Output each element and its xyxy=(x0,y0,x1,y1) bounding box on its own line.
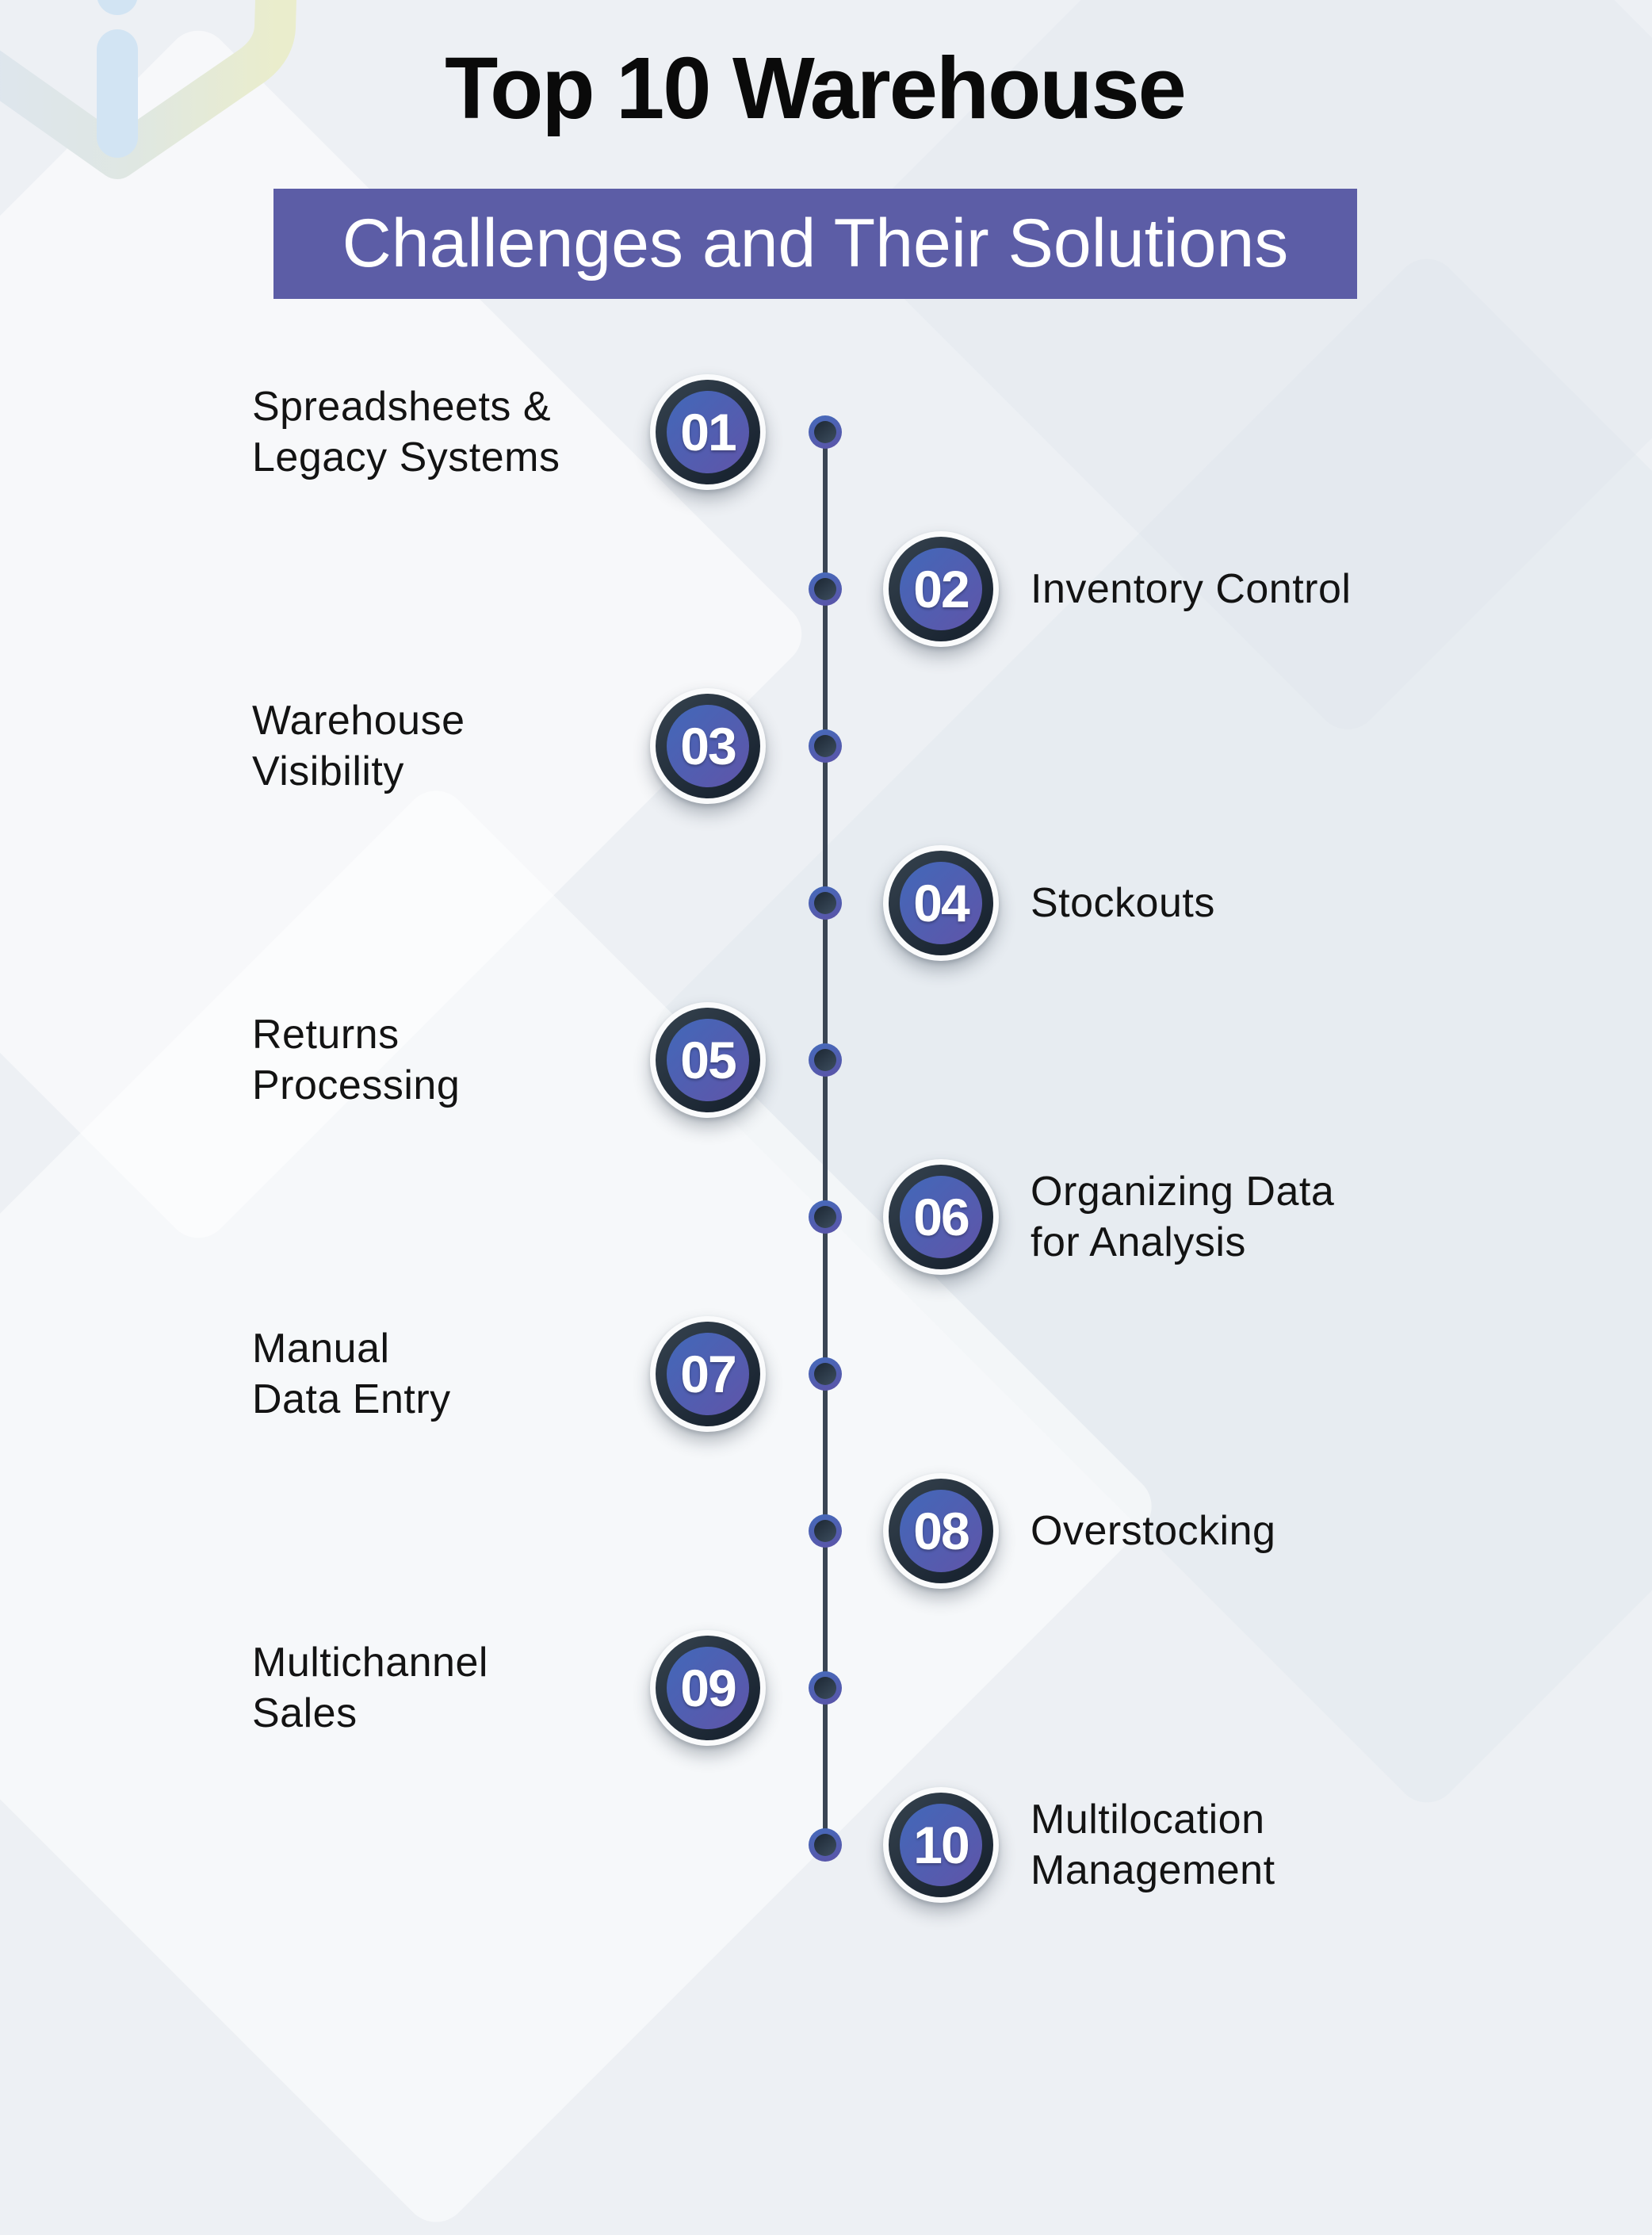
badge-number: 04 xyxy=(913,874,969,932)
badge-number: 08 xyxy=(913,1502,969,1560)
number-badge: 02 xyxy=(883,531,999,647)
badge-ring: 04 xyxy=(889,851,993,955)
item-label: Inventory Control xyxy=(1031,564,1351,614)
timeline-dot xyxy=(809,572,842,606)
item-label-line1: Inventory Control xyxy=(1031,566,1352,612)
item-label-line1: Warehouse xyxy=(252,698,465,744)
number-badge: 05 xyxy=(650,1002,766,1118)
badge-ring: 02 xyxy=(889,537,993,641)
item-label-line1: Overstocking xyxy=(1031,1508,1276,1554)
badge-ring: 10 xyxy=(889,1793,993,1897)
badge-ring: 06 xyxy=(889,1165,993,1269)
page-title: Top 10 Warehouse xyxy=(445,40,1187,137)
item-label: Overstocking xyxy=(1031,1506,1275,1556)
badge-ring: 09 xyxy=(656,1636,760,1740)
item-label: Stockouts xyxy=(1031,878,1215,928)
item-label-line2: for Analysis xyxy=(1031,1219,1246,1265)
badge-number: 06 xyxy=(913,1188,969,1246)
item-label-line2: Legacy Systems xyxy=(252,434,560,480)
timeline-dot xyxy=(809,1514,842,1548)
item-label-line2: Data Entry xyxy=(252,1376,451,1422)
item-label: Manual Data Entry xyxy=(252,1323,451,1425)
number-badge: 07 xyxy=(650,1316,766,1432)
item-label-line1: Spreadsheets & xyxy=(252,384,552,430)
timeline-dot-core xyxy=(814,1206,836,1228)
background-diamond xyxy=(642,246,1652,1816)
badge-number: 05 xyxy=(680,1031,736,1089)
badge-core: 05 xyxy=(667,1019,749,1101)
badge-ring: 05 xyxy=(656,1008,760,1112)
badge-core: 01 xyxy=(667,391,749,473)
timeline-dot-core xyxy=(814,1520,836,1542)
timeline-dot xyxy=(809,1671,842,1705)
subtitle-banner: Challenges and Their Solutions xyxy=(273,189,1357,299)
number-badge: 09 xyxy=(650,1630,766,1746)
number-badge: 06 xyxy=(883,1159,999,1275)
badge-number: 07 xyxy=(680,1345,736,1403)
badge-number: 01 xyxy=(680,403,736,461)
badge-ring: 07 xyxy=(656,1322,760,1426)
timeline-dot-core xyxy=(814,1049,836,1071)
timeline-dot-core xyxy=(814,735,836,757)
badge-core: 09 xyxy=(667,1647,749,1729)
item-label: Multilocation Management xyxy=(1031,1794,1275,1896)
badge-ring: 03 xyxy=(656,694,760,798)
timeline-dot xyxy=(809,1200,842,1234)
timeline-dot-core xyxy=(814,1677,836,1699)
item-label-line1: Manual xyxy=(252,1326,390,1372)
page-subtitle: Challenges and Their Solutions xyxy=(342,205,1289,281)
item-label-line2: Sales xyxy=(252,1690,358,1736)
item-label-line2: Visibility xyxy=(252,748,404,794)
badge-core: 08 xyxy=(900,1490,982,1572)
timeline-dot-core xyxy=(814,1834,836,1856)
item-label: Organizing Data for Analysis xyxy=(1031,1166,1334,1268)
item-label: Warehouse Visibility xyxy=(252,695,465,797)
badge-number: 02 xyxy=(913,560,969,618)
item-label-line1: Multichannel xyxy=(252,1640,488,1686)
badge-core: 03 xyxy=(667,705,749,787)
badge-core: 02 xyxy=(900,548,982,630)
item-label-line1: Organizing Data xyxy=(1031,1169,1335,1215)
timeline-dot xyxy=(809,415,842,449)
timeline-dot xyxy=(809,729,842,763)
timeline-dot-core xyxy=(814,421,836,443)
timeline-dot-core xyxy=(814,1363,836,1385)
timeline-dot xyxy=(809,886,842,920)
badge-number: 09 xyxy=(680,1659,736,1717)
badge-ring: 01 xyxy=(656,380,760,484)
timeline-line xyxy=(823,432,828,1853)
number-badge: 08 xyxy=(883,1473,999,1589)
badge-number: 03 xyxy=(680,717,736,775)
number-badge: 10 xyxy=(883,1787,999,1903)
number-badge: 03 xyxy=(650,688,766,804)
badge-number: 10 xyxy=(913,1816,969,1874)
badge-core: 10 xyxy=(900,1804,982,1886)
timeline-dot xyxy=(809,1043,842,1077)
badge-core: 07 xyxy=(667,1333,749,1415)
badge-core: 04 xyxy=(900,862,982,944)
timeline-dot-core xyxy=(814,578,836,600)
badge-ring: 08 xyxy=(889,1479,993,1583)
item-label: Multichannel Sales xyxy=(252,1637,488,1739)
item-label: Spreadsheets & Legacy Systems xyxy=(252,381,560,483)
timeline-dot xyxy=(809,1357,842,1391)
timeline-dot xyxy=(809,1828,842,1862)
item-label-line1: Stockouts xyxy=(1031,880,1215,926)
item-label-line2: Processing xyxy=(252,1062,461,1108)
item-label: Returns Processing xyxy=(252,1009,460,1111)
item-label-line2: Management xyxy=(1031,1847,1275,1893)
timeline-dot-core xyxy=(814,892,836,914)
badge-core: 06 xyxy=(900,1176,982,1258)
item-label-line1: Returns xyxy=(252,1012,400,1058)
number-badge: 01 xyxy=(650,374,766,490)
number-badge: 04 xyxy=(883,845,999,961)
item-label-line1: Multilocation xyxy=(1031,1797,1265,1843)
